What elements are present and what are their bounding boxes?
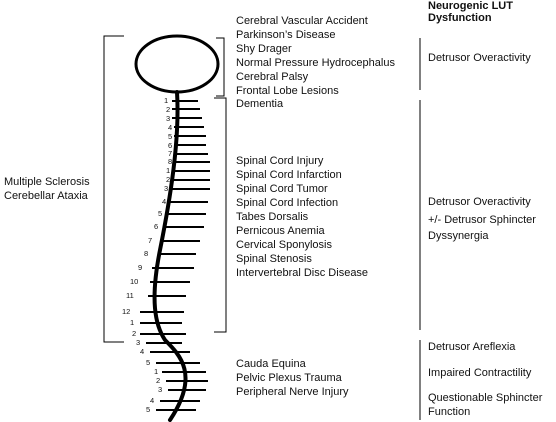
spinal-condition: Intervertebral Disc Disease — [236, 267, 369, 279]
segment-label: 3 — [136, 338, 141, 347]
segment-label: 1 — [154, 367, 159, 376]
segment-label: 11 — [126, 291, 134, 300]
segment-label: 2 — [132, 329, 137, 338]
segment-label: 4 — [168, 123, 173, 132]
segment-label: 3 — [158, 385, 163, 394]
segment-label: 6 — [168, 141, 173, 150]
segment-label: 4 — [150, 396, 155, 405]
left-label-line2: Cerebellar Ataxia — [4, 190, 88, 202]
dysfunction-spinal: Detrusor Overactivity — [428, 196, 531, 208]
segment-label: 7 — [168, 149, 173, 158]
brain-condition: Cerebral Vascular Accident — [236, 15, 368, 27]
sacral-condition: Pelvic Plexus Trauma — [236, 372, 342, 384]
segment-label: 8 — [144, 249, 149, 258]
spinal-condition: Spinal Stenosis — [236, 253, 312, 265]
dysfunction-sacral: Detrusor Areflexia — [428, 341, 516, 353]
dysfunction-spinal: +/- Detrusor Sphincter — [428, 214, 536, 226]
nerve-roots — [140, 100, 210, 411]
brain-condition: Parkinson’s Disease — [236, 29, 336, 41]
spinal-condition: Spinal Cord Infarction — [236, 169, 342, 181]
segment-label: 9 — [138, 263, 143, 272]
brain-condition: Shy Drager — [236, 43, 292, 55]
segment-label: 5 — [158, 209, 163, 218]
segment-label: 6 — [154, 222, 159, 231]
segment-label: 2 — [166, 175, 171, 184]
segment-label: 2 — [156, 376, 161, 385]
segment-label: 2 — [166, 105, 171, 114]
sacral-condition: Peripheral Nerve Injury — [236, 386, 349, 398]
dysfunction-spinal: Dyssynergia — [428, 230, 489, 242]
spinal-condition: Spinal Cord Tumor — [236, 183, 328, 195]
segment-label: 1 — [166, 166, 171, 175]
dysfunction-brain: Detrusor Overactivity — [428, 52, 531, 64]
spinal-bracket — [214, 97, 227, 333]
segment-label: 5 — [146, 358, 151, 367]
segment-label: 1 — [130, 318, 135, 327]
segment-label: 5 — [168, 132, 173, 141]
segment-label: 3 — [166, 114, 171, 123]
segment-label: 10 — [130, 277, 139, 286]
segment-label: 3 — [164, 184, 169, 193]
spinal-cord — [152, 90, 188, 422]
header-line1: Neurogenic LUT — [428, 0, 513, 12]
left-bracket — [103, 35, 124, 343]
segment-label: 4 — [140, 347, 145, 356]
brain-bracket — [216, 37, 225, 97]
dysfunction-sacral: Impaired Contractility — [428, 367, 532, 379]
segment-label: 1 — [164, 96, 169, 105]
brain-condition: Cerebral Palsy — [236, 71, 309, 83]
segment-label: 7 — [148, 236, 153, 245]
header-line2: Dysfunction — [428, 12, 492, 24]
spinal-condition: Pernicous Anemia — [236, 225, 325, 237]
spinal-condition: Spinal Cord Infection — [236, 197, 339, 209]
segment-label: 8 — [168, 157, 173, 166]
segment-label: 5 — [146, 405, 151, 414]
spinal-condition: Dementia — [236, 98, 284, 110]
left-label-line1: Multiple Sclerosis — [4, 176, 90, 188]
dysfunction-sacral: Questionable Sphincter — [428, 392, 543, 404]
sacral-condition: Cauda Equina — [236, 358, 306, 370]
segment-label: 4 — [162, 197, 167, 206]
segment-label: 12 — [122, 307, 131, 316]
dysfunction-sacral: Function — [428, 406, 471, 418]
spinal-condition: Tabes Dorsalis — [236, 211, 309, 223]
brain-oval — [134, 34, 220, 94]
spinal-condition: Cervical Sponylosis — [236, 239, 332, 251]
brain-condition: Normal Pressure Hydrocephalus — [236, 57, 395, 69]
brain-condition: Frontal Lobe Lesions — [236, 85, 339, 97]
spinal-condition: Spinal Cord Injury — [236, 155, 324, 167]
